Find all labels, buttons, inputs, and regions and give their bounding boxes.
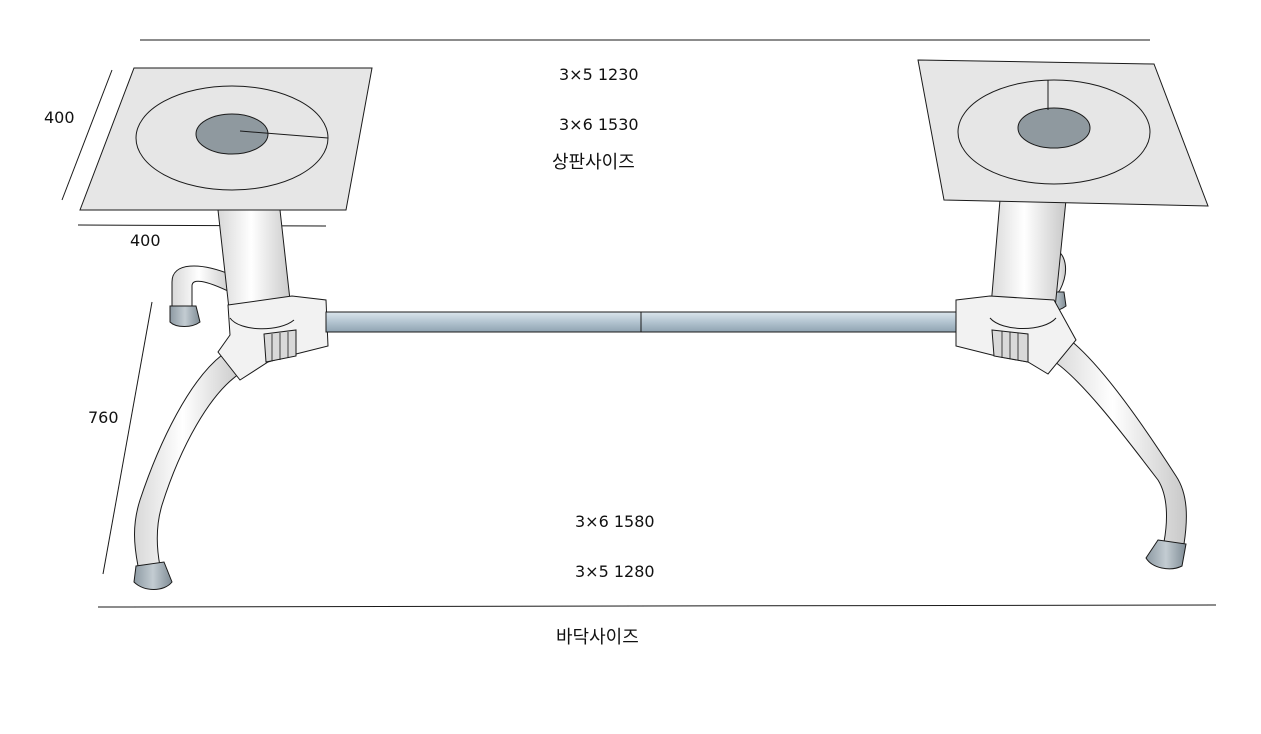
- right-hub: [955, 295, 1077, 375]
- bottom-size-caption: 바닥사이즈: [556, 627, 639, 648]
- plate-width-label: 400: [130, 231, 161, 250]
- top-size-3x6: 3×6 1530: [559, 115, 639, 134]
- right-front-leg: [1051, 339, 1187, 570]
- cross-bar: [325, 311, 957, 333]
- plate-width-dimension-line: [77, 224, 327, 227]
- left-hub: [217, 295, 329, 381]
- height-label: 760: [88, 408, 119, 427]
- top-size-caption: 상판사이즈: [552, 152, 635, 173]
- plate-depth-label: 400: [44, 108, 75, 127]
- bottom-dimension-line: [97, 604, 1217, 608]
- bottom-size-3x6: 3×6 1580: [575, 512, 655, 531]
- height-dimension-line: [102, 301, 153, 575]
- left-back-leg: [169, 265, 233, 327]
- left-front-leg: [133, 354, 243, 590]
- left-top-plate: [79, 67, 373, 211]
- top-size-3x5: 3×5 1230: [559, 65, 639, 84]
- bottom-size-3x5: 3×5 1280: [575, 562, 655, 581]
- right-top-plate: [917, 59, 1209, 207]
- plate-depth-dimension-line: [61, 69, 113, 201]
